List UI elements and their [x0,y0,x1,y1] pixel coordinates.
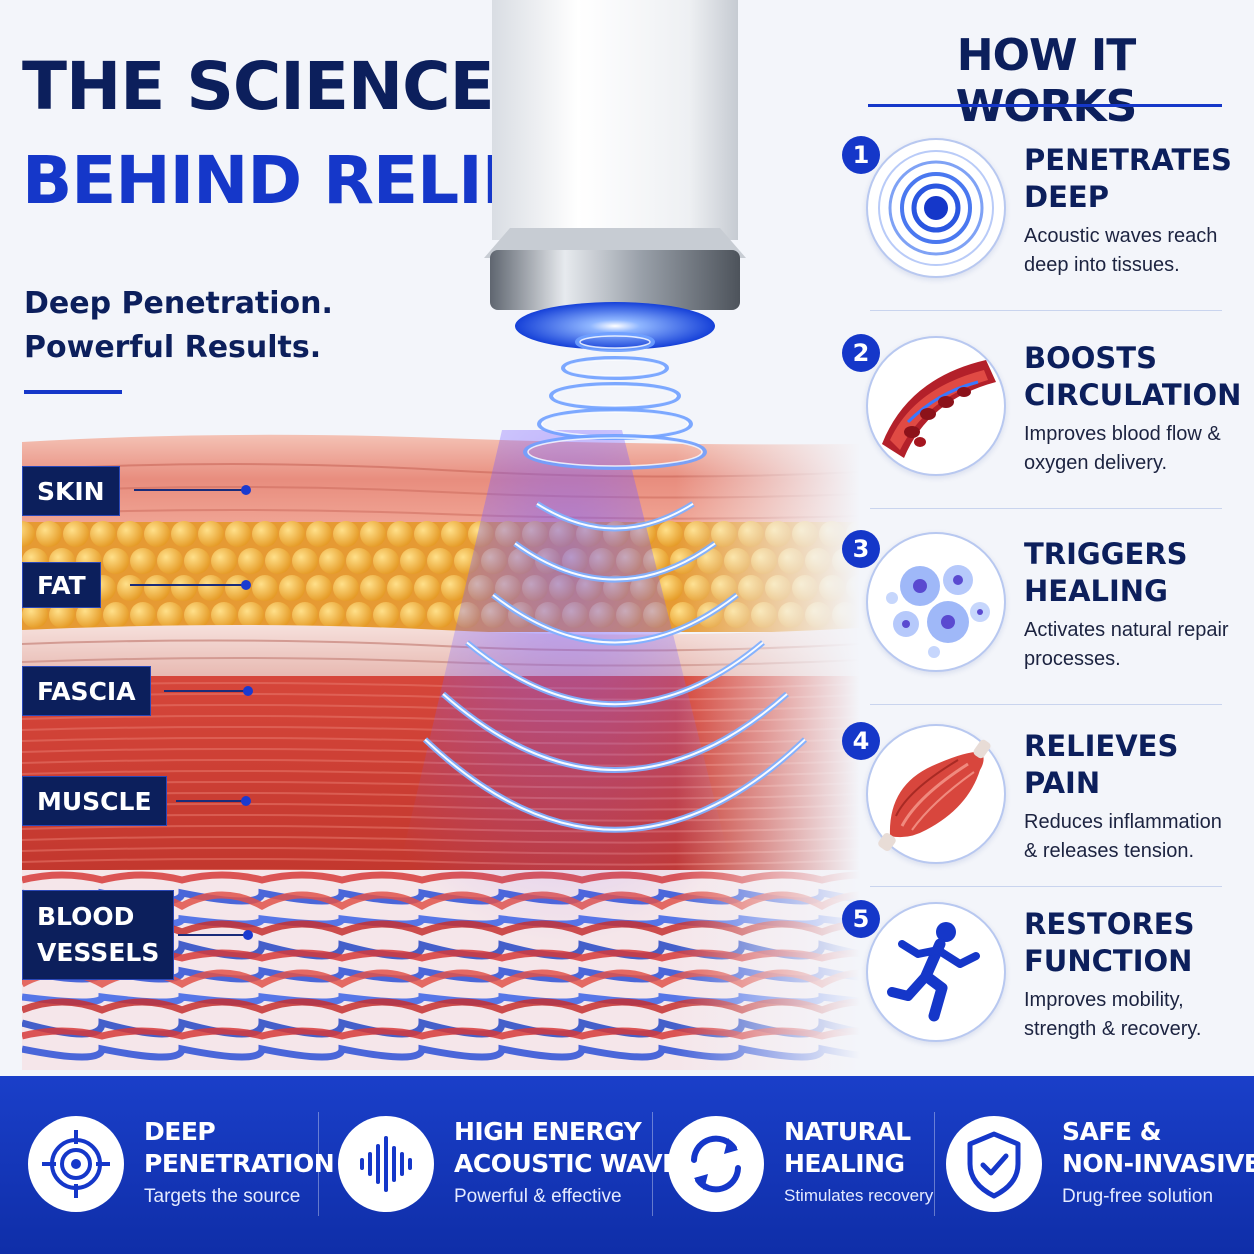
step-number: 5 [842,900,880,938]
step-description: Improves blood flow & oxygen delivery. [1024,423,1221,474]
acoustic-wave-highlight [527,437,703,467]
pointer-fascia [164,686,253,696]
pointer-muscle [176,796,251,806]
tissue-acoustic-wave-core [424,738,806,831]
crosshair-icon [28,1116,124,1212]
acoustic-wave [575,332,655,352]
acoustic-wave-highlight [565,359,665,377]
step-2: 2 BOOSTS CIRCULATION Improves blood flow… [842,334,1242,514]
step-description: Acoustic waves reach deep into tissues. [1024,225,1218,276]
subtitle-line-1: Deep Penetration. [24,286,333,321]
acoustic-wave-highlight [553,385,677,407]
step-description: Reduces inflammation & releases tension. [1024,811,1222,862]
subtitle: Deep Penetration. Powerful Results. [24,282,333,370]
tissue-cross-section [22,430,860,1070]
step-number: 2 [842,334,880,372]
tissue-acoustic-wave-core [442,693,788,771]
shockwave-device [484,0,746,470]
step-divider [870,886,1222,887]
title-line-2: BEHIND RELIEF [22,142,571,219]
step-3: 3 TRIGGERS HEALING Activates natural rep… [842,530,1234,710]
feature-title: SAFE &NON-INVASIVE [1062,1117,1254,1178]
accent-underline [24,390,122,394]
layer-label-fat: FAT [22,562,101,608]
step-number: 3 [842,530,880,568]
blood-vessel-icon [866,336,1006,476]
feature-divider [652,1112,653,1216]
how-it-works-rule [868,104,1222,107]
cells-icon [866,532,1006,672]
layer-label-muscle: MUSCLE [22,776,167,826]
step-description: Activates natural repair processes. [1024,619,1229,670]
target-waves-icon [866,138,1006,278]
title-line-1: THE SCIENCE [22,48,495,125]
feature-description: Powerful & effective [454,1186,622,1207]
step-title: BOOSTS CIRCULATION [1024,341,1242,412]
acoustic-wave-highlight [541,411,689,437]
step-1: 1 PENETRATES DEEP Acoustic waves reach d… [842,136,1234,316]
step-4: 4 RELIEVES PAIN Reduces inflammation & r… [842,722,1234,902]
tissue-acoustic-wave-core [492,594,738,644]
acoustic-wave [549,382,681,410]
feature-description: Drug-free solution [1062,1186,1214,1207]
feature-description: Targets the source [144,1186,301,1207]
step-5: 5 RESTORES FUNCTION Improves mobility, s… [842,900,1234,1080]
runner-icon [866,902,1006,1042]
refresh-arrows-icon [668,1116,764,1212]
feature-description: Stimulates recovery [784,1186,934,1205]
layer-label-fascia: FASCIA [22,666,151,716]
muscle-icon [866,724,1006,864]
step-number: 1 [842,136,880,174]
pointer-fat [130,580,251,590]
pointer-blood-vessels [178,930,253,940]
step-divider [870,310,1222,311]
tissue-acoustic-wave-core [514,542,716,581]
step-divider [870,508,1222,509]
step-divider [870,704,1222,705]
feature-divider [934,1112,935,1216]
pointer-skin [134,485,251,495]
step-title: RELIEVES PAIN [1024,729,1179,800]
acoustic-wave [537,408,693,440]
how-it-works-title: HOW IT WORKS [955,30,1138,132]
tissue-acoustic-wave-core [536,502,694,530]
step-title: TRIGGERS HEALING [1024,537,1188,608]
step-title: PENETRATES DEEP [1024,143,1232,214]
subtitle-line-2: Powerful Results. [24,330,322,365]
feature-divider [318,1112,319,1216]
acoustic-wave [561,356,669,380]
step-title: RESTORES FUNCTION [1024,907,1195,978]
page-title: THE SCIENCE BEHIND RELIEF [22,40,571,228]
shield-check-icon [946,1116,1042,1212]
layer-label-skin: SKIN [22,466,120,516]
tissue-acoustic-wave-core [466,641,764,706]
acoustic-wave-highlight [579,335,651,349]
acoustic-wave [523,434,707,470]
step-number: 4 [842,722,880,760]
step-description: Improves mobility, strength & recovery. [1024,989,1202,1040]
layer-label-blood-vessels: BLOOD VESSELS [22,890,175,980]
sound-wave-icon [338,1116,434,1212]
